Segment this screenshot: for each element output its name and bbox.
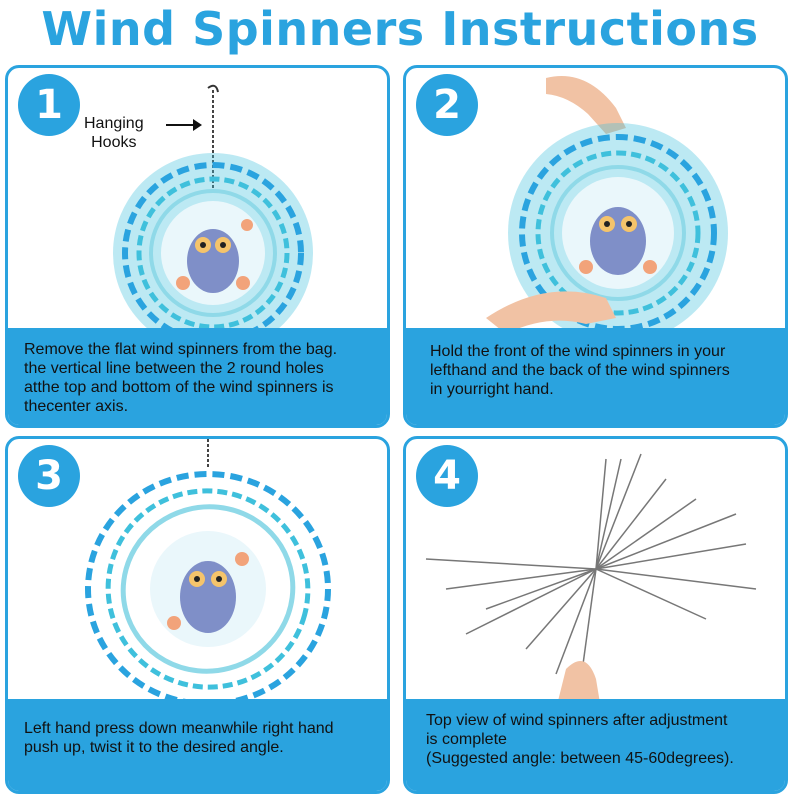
step-number-badge: 2 <box>416 74 478 136</box>
step-panel-4: 4 Top view of wind spinners after adjust… <box>403 436 788 794</box>
step-panel-3: 3 Left hand press down meanwhile right h… <box>5 436 390 794</box>
step-caption: Top view of wind spinners after adjustme… <box>406 699 785 791</box>
step-caption: Left hand press down meanwhile right han… <box>8 699 387 791</box>
spinner-hanging-image <box>113 84 313 353</box>
step-panel-1: 1 Hanging Hooks Remove the flat wind spi… <box>5 65 390 428</box>
step-caption: Remove the flat wind spinners from the b… <box>8 328 387 425</box>
step-caption: Hold the front of the wind spinners in y… <box>406 328 785 425</box>
arrow-icon <box>166 119 202 131</box>
step-panel-2: 2 Hold the front of the wind spinners in… <box>403 65 788 428</box>
page-title: Wind Spinners Instructions <box>41 2 759 56</box>
step-number-badge: 4 <box>416 445 478 507</box>
step-number-badge: 3 <box>18 445 80 507</box>
step-number-badge: 1 <box>18 74 80 136</box>
hanging-hooks-label: Hanging Hooks <box>84 115 144 151</box>
spinner-held-image <box>486 76 728 343</box>
spinner-top-view-image <box>425 453 757 709</box>
